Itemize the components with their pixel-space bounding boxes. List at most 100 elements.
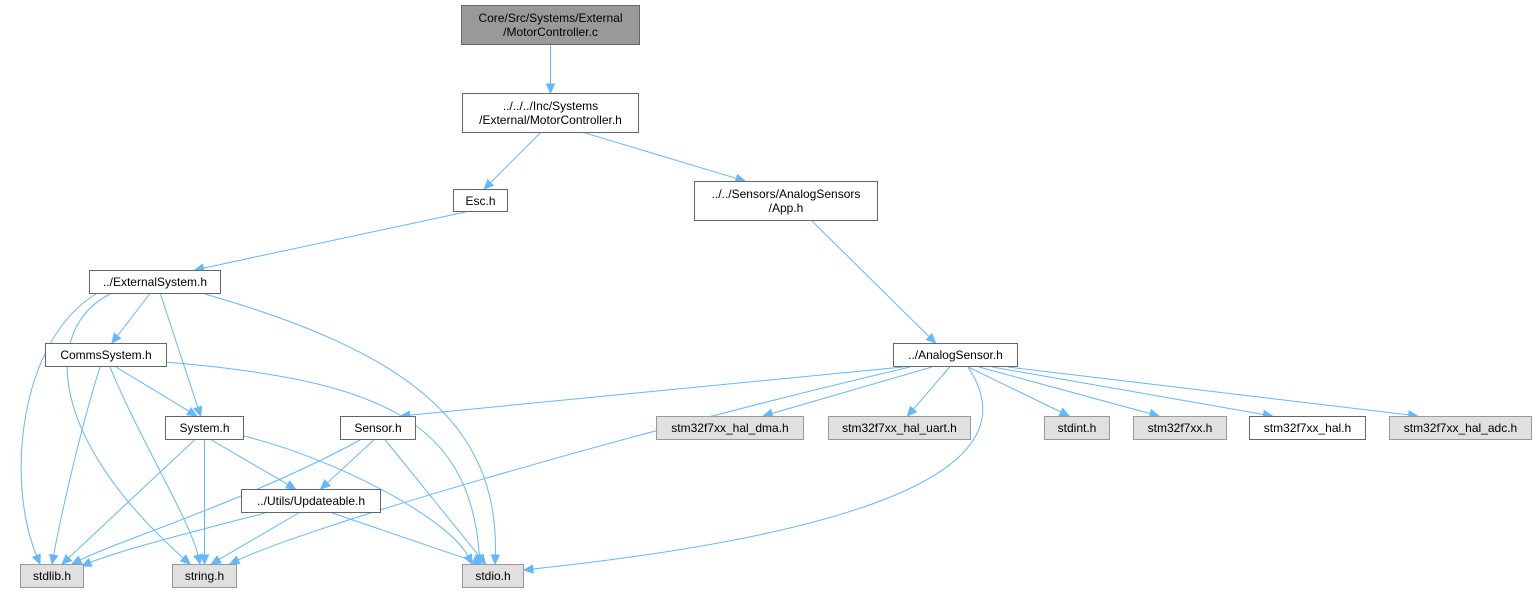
edge-arrowhead — [284, 480, 297, 490]
node-label: ../Utils/Updateable.h — [256, 494, 366, 508]
node-stdint-h[interactable]: stdint.h — [1044, 416, 1110, 440]
edge-motorcontroller_h-to-app_h — [585, 132, 747, 183]
node-sensor-h[interactable]: Sensor.h — [340, 416, 416, 440]
edge-externalsystem_h-to-stdlib_h — [20, 293, 97, 566]
edge-analogsensor_h-to-hal_dma_h — [762, 366, 933, 418]
node-system-h[interactable]: System.h — [165, 416, 244, 440]
node-motorcontroller-h[interactable]: ../../../Inc/Systems /External/MotorCont… — [462, 93, 639, 133]
node-label: /App.h — [768, 201, 804, 215]
node-label: CommsSystem.h — [60, 348, 152, 362]
node-updateable-h[interactable]: ../Utils/Updateable.h — [241, 489, 381, 513]
node-label: ../../../Inc/Systems — [502, 99, 599, 113]
node-label: Sensor.h — [354, 421, 402, 435]
edge-line — [236, 366, 911, 561]
edge-arrowhead — [31, 553, 41, 566]
edge-arrowhead — [199, 554, 210, 566]
node-label: stdio.h — [475, 569, 511, 583]
node-label: Esc.h — [465, 193, 496, 208]
edge-updateable_h-to-stdio_h — [332, 512, 484, 566]
edge-arrowhead — [1058, 407, 1071, 417]
node-label: string.h — [184, 569, 225, 583]
edge-externalsystem_h-to-stdio_h — [204, 293, 501, 566]
edge-line — [1007, 366, 1410, 416]
node-app-h[interactable]: ../../Sensors/AnalogSensors /App.h — [694, 181, 878, 221]
edge-esc_h-to-externalsystem_h — [193, 211, 466, 273]
edge-system_h-to-string_h — [199, 440, 210, 566]
node-label: ../AnalogSensor.h — [908, 348, 1003, 362]
node-label: stm32f7xx_hal_adc.h — [1403, 421, 1518, 435]
edge-line — [20, 293, 97, 557]
edge-line — [217, 512, 299, 561]
node-stdio-h[interactable]: stdio.h — [462, 564, 524, 588]
node-commssystem-h[interactable]: CommsSystem.h — [45, 343, 167, 367]
edge-line — [159, 293, 199, 409]
node-string-h[interactable]: string.h — [172, 564, 237, 588]
edge-analogsensor_h-to-sensor_h — [399, 366, 904, 420]
edge-line — [211, 439, 289, 486]
edge-line — [52, 366, 101, 557]
edge-line — [489, 132, 541, 184]
edge-analogsensor_h-to-stdio_h — [522, 366, 984, 574]
node-hal-h[interactable]: stm32f7xx_hal.h — [1249, 416, 1366, 440]
edge-externalsystem_h-to-commssystem_h — [111, 293, 151, 344]
edge-sensor_h-to-stdlib_h — [70, 439, 361, 565]
edge-line — [66, 293, 185, 560]
edge-updateable_h-to-stdlib_h — [80, 512, 266, 567]
edge-arrowhead — [319, 479, 331, 490]
node-label: System.h — [179, 421, 230, 435]
edge-line — [332, 512, 475, 562]
edge-arrowhead — [228, 555, 241, 565]
edge-line — [243, 435, 469, 558]
node-esc-h[interactable]: Esc.h — [453, 189, 508, 212]
edge-line — [585, 132, 738, 180]
node-hal-uart-h[interactable]: stm32f7xx_hal_uart.h — [828, 416, 971, 440]
node-analogsensor-h[interactable]: ../AnalogSensor.h — [893, 343, 1018, 367]
edge-line — [326, 439, 375, 484]
node-label: stdlib.h — [32, 569, 72, 583]
node-stdlib-h[interactable]: stdlib.h — [20, 564, 84, 588]
node-label: /MotorController.c — [503, 25, 598, 39]
edge-commssystem_h-to-stdlib_h — [49, 366, 101, 566]
edge-line — [202, 211, 466, 269]
edge-analogsensor_h-to-stdint_h — [967, 366, 1071, 417]
edge-line — [770, 366, 933, 415]
edge-motorcontroller_c-to-motorcontroller_h — [545, 45, 556, 95]
edge-arrowhead — [210, 555, 222, 565]
node-label: stdint.h — [1057, 421, 1097, 435]
node-hal-adc-h[interactable]: stm32f7xx_hal_adc.h — [1389, 416, 1532, 440]
edge-arrowhead — [475, 553, 487, 565]
edge-line — [67, 439, 195, 559]
edge-arrowhead — [193, 553, 203, 566]
edge-line — [116, 293, 151, 337]
edge-line — [115, 366, 191, 413]
edge-commssystem_h-to-system_h — [115, 366, 198, 417]
edge-arrowhead — [483, 178, 495, 190]
edge-arrowhead — [80, 557, 93, 567]
edge-line — [384, 439, 481, 559]
edge-sensor_h-to-updateable_h — [319, 439, 375, 490]
edge-arrowhead — [49, 553, 59, 566]
edge-arrowhead — [111, 332, 122, 344]
node-stm32f7xx-h[interactable]: stm32f7xx.h — [1133, 416, 1227, 440]
edge-arrowhead — [179, 554, 191, 565]
edge-analogsensor_h-to-hal_adc_h — [1007, 366, 1419, 420]
edge-line — [912, 366, 951, 411]
edge-analogsensor_h-to-hal_uart_h — [906, 366, 951, 417]
edge-motorcontroller_h-to-esc_h — [483, 132, 541, 190]
edge-arrowhead — [193, 405, 203, 418]
edge-line — [89, 512, 266, 564]
edge-sensor_h-to-stdio_h — [384, 439, 487, 565]
edge-line — [408, 366, 904, 416]
node-externalsystem-h[interactable]: ../ExternalSystem.h — [89, 270, 221, 294]
edge-arrowhead — [70, 555, 83, 565]
node-label: /External/MotorController.h — [479, 113, 622, 127]
edge-arrowhead — [61, 554, 73, 565]
node-hal-dma-h[interactable]: stm32f7xx_hal_dma.h — [656, 416, 804, 440]
node-label: stm32f7xx_hal_uart.h — [842, 421, 957, 435]
node-motorcontroller-c[interactable]: Core/Src/Systems/External /MotorControll… — [461, 5, 640, 45]
edge-arrowhead — [925, 332, 937, 344]
edge-line — [109, 366, 199, 557]
edge-line — [204, 293, 496, 557]
edge-analogsensor_h-to-string_h — [228, 366, 911, 565]
